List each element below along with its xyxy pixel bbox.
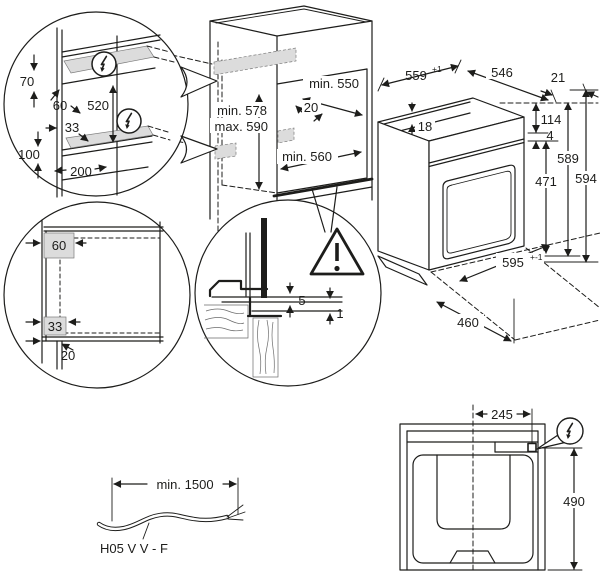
connection-point bbox=[527, 442, 537, 453]
trim-label: 4 bbox=[546, 128, 553, 143]
oven-width-tol: +1 bbox=[432, 64, 442, 74]
oven-depth-label: 546 bbox=[491, 65, 513, 80]
front-top-zone bbox=[43, 232, 75, 259]
oven-width-label: 559 bbox=[405, 68, 427, 83]
detail-pointer-lower bbox=[180, 135, 218, 164]
power-connection-icon bbox=[116, 108, 142, 134]
detail-side-circle: 70 60 520 33 100 200 bbox=[3, 11, 218, 198]
mains-cable-figure: min. 1500 H05 V V - F bbox=[96, 477, 246, 556]
front-lower-zone-label: 33 bbox=[48, 319, 62, 334]
front-bottom-gap-label: 20 bbox=[61, 348, 75, 363]
side-lower-zone-height-label: 33 bbox=[65, 120, 79, 135]
oven-base bbox=[377, 255, 428, 286]
cable-length-label: min. 1500 bbox=[156, 477, 213, 492]
total-height-label: 594 bbox=[575, 171, 597, 186]
body-height-label: 589 bbox=[557, 151, 579, 166]
mid-connection-zone bbox=[277, 127, 295, 144]
lower-connection-zone bbox=[214, 142, 237, 160]
niche-width-label: min. 560 bbox=[282, 149, 332, 164]
oven-top-view: 245 490 bbox=[399, 404, 589, 571]
cabinet-depth-label: min. 550 bbox=[309, 76, 359, 91]
oven-door-window bbox=[442, 164, 516, 260]
power-connection-icon bbox=[536, 417, 584, 450]
section-gap-b-label: 1 bbox=[336, 306, 343, 321]
front-width-tol: +-1 bbox=[530, 252, 543, 262]
detail-front-circle: 60 33 20 bbox=[3, 201, 191, 389]
oven-isometric: 559 +1 546 21 18 114 4 471 589 bbox=[377, 59, 600, 344]
front-lower-zone bbox=[43, 316, 67, 336]
oven-top-recess-label: 18 bbox=[418, 119, 432, 134]
section-gap-a-label: 5 bbox=[298, 293, 305, 308]
niche-height-max-label: max. 590 bbox=[215, 119, 268, 134]
side-top-offset-label: 70 bbox=[20, 74, 34, 89]
base-depth-label: 460 bbox=[457, 315, 479, 330]
front-width-label: 595 bbox=[502, 255, 524, 270]
detail-pointer-upper bbox=[180, 66, 218, 98]
side-lower-depth-label: 200 bbox=[70, 164, 92, 179]
power-connection-icon bbox=[91, 51, 117, 77]
door-zone-height-label: 471 bbox=[535, 174, 557, 189]
side-zone-depth-label: 60 bbox=[53, 98, 67, 113]
oven-door-offset-label: 21 bbox=[551, 70, 565, 85]
niche-height-min-label: min. 578 bbox=[217, 103, 267, 118]
cable-drawing bbox=[96, 512, 230, 532]
cable-type-label: H05 V V - F bbox=[100, 541, 168, 556]
upper-connection-zone bbox=[213, 47, 297, 76]
control-panel-height-label: 114 bbox=[541, 112, 562, 127]
front-top-zone-label: 60 bbox=[52, 238, 66, 253]
warning-icon bbox=[309, 227, 365, 276]
detail-section-circle: 5 1 bbox=[194, 186, 382, 387]
side-zone-spacing-label: 520 bbox=[87, 98, 109, 113]
connection-offset-label: 245 bbox=[491, 407, 513, 422]
cabinet-column: min. 550 20 min. 578 max. 590 min. 560 bbox=[169, 5, 374, 259]
connection-depth-label: 490 bbox=[563, 494, 585, 509]
side-lower-offset-label: 100 bbox=[18, 147, 40, 162]
cabinet-front-clearance-label: 20 bbox=[304, 100, 318, 115]
worktop-wood-section bbox=[204, 296, 283, 378]
